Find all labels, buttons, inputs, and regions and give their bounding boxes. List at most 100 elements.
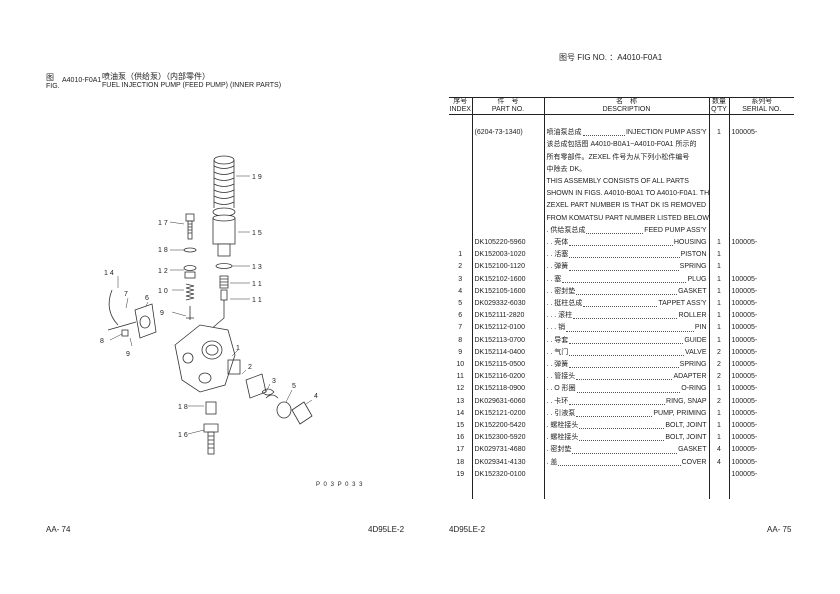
row-serial: 100005-	[728, 395, 794, 408]
row-part-no: DK152102-1600	[471, 273, 544, 286]
callout-12: 1 2	[158, 268, 168, 275]
fig-label-cn: 图	[46, 73, 54, 82]
row-qty: 1	[708, 273, 729, 286]
page-number-left: AA- 74	[46, 525, 71, 534]
part-callouts: 1 9 1 5 1 3 1 1 1 1 1 7 1 8 1 2 1 0 9 1 …	[100, 174, 318, 439]
row-serial: 100005-	[728, 298, 794, 311]
filler-row	[449, 481, 794, 500]
snap-ring-shape	[215, 263, 233, 269]
assembly-note-line: SHOWN IN FIGS. A4010-B0A1 TO A4010-F0A1.…	[546, 190, 710, 198]
row-part-no: DK152003-1020	[471, 249, 544, 262]
row-desc-en: TAPPET ASS'Y	[658, 300, 707, 308]
row-qty: 4	[708, 456, 729, 469]
row-part-no: DK152200-5420	[471, 420, 544, 433]
row-serial: 100005-	[728, 310, 794, 323]
row-index: 2	[458, 263, 463, 271]
row-description	[543, 468, 709, 482]
row-part-no: DK152118-0900	[471, 383, 544, 396]
row-desc-cn: . . 气门	[546, 348, 569, 356]
row-desc-cn: . 螺栓接头	[546, 422, 579, 430]
callout-2: 2	[248, 364, 252, 371]
row-index: 14	[456, 409, 465, 417]
row-part-no: DK152115-0500	[471, 359, 544, 372]
row-serial: 100005-	[728, 237, 794, 250]
callout-16: 1 6	[178, 432, 188, 439]
row-qty: 1	[708, 420, 729, 433]
row-index: 15	[456, 422, 465, 430]
row-qty: 1	[708, 285, 729, 299]
assembly-desc-en: INJECTION PUMP ASS'Y	[625, 129, 707, 137]
callout-3: 3	[272, 378, 276, 385]
row-index: 13	[456, 397, 465, 405]
callout-7: 7	[124, 291, 128, 298]
row-desc-en: RING, SNAP	[666, 397, 707, 405]
row-serial: 100005-	[728, 444, 794, 457]
feed-pump-desc-cn: . 供给泵总成	[546, 226, 586, 234]
row-serial: 100005-	[728, 346, 794, 360]
row-desc-en: SPRING	[679, 263, 707, 271]
row-desc-cn: . . 弹簧	[546, 263, 569, 271]
row-qty: 2	[708, 395, 729, 408]
row-index: 11	[456, 373, 464, 381]
row-index: 4	[458, 287, 463, 295]
row-qty: 1	[708, 298, 729, 311]
row-serial: 100005-	[728, 371, 794, 384]
row-part-no: DK152100-1120	[471, 261, 544, 274]
row-desc-en: GASKET	[678, 287, 707, 295]
row-desc-en: HOUSING	[673, 239, 707, 247]
plug-shape	[291, 401, 313, 425]
figure-title-cn: 喷油泵（供给泵）（内部零件）	[102, 72, 210, 81]
row-part-no: DK152300-5920	[471, 432, 544, 445]
fig-number-header: 图号 FIG NO. ：A4010-F0A1	[559, 53, 663, 62]
row-description: . . . 滚柱 ROLLER	[543, 310, 709, 323]
row-desc-en: PIN	[694, 324, 707, 332]
row-qty: 2	[708, 346, 729, 360]
row-serial: 100005-	[728, 322, 794, 335]
row-index: 9	[458, 348, 463, 356]
row-index: 17	[456, 446, 465, 454]
assembly-qty: 1	[708, 127, 729, 140]
row-desc-en: BOLT, JOINT	[665, 434, 707, 442]
model-right: 4D95LE-2	[449, 525, 486, 534]
row-part-no: DK029731-4680	[471, 444, 544, 457]
row-serial: 100005-	[728, 285, 794, 299]
row-serial	[728, 261, 794, 274]
row-desc-en: ROLLER	[678, 312, 707, 320]
row-index: 1	[458, 251, 463, 259]
row-desc-cn: . . . 滚柱	[546, 312, 573, 320]
assembly-note-line: 所有零部件。ZEXEL 件号为从下列小松件编号	[546, 153, 690, 161]
row-serial: 100005-	[728, 334, 794, 347]
row-desc-cn: . . 导套	[546, 336, 569, 344]
row-index: 18	[456, 458, 465, 466]
piston-shape	[227, 359, 241, 375]
row-index: 7	[458, 324, 463, 332]
callout-9a: 9	[160, 310, 164, 317]
feed-pump-desc-en: FEED PUMP ASS'Y	[644, 226, 707, 234]
figure-title-en: FUEL INJECTION PUMP (FEED PUMP) (INNER P…	[102, 82, 282, 89]
row-part-no: DK152113-0700	[471, 334, 544, 347]
row-qty: 1	[708, 237, 729, 250]
assembly-note-row: 该总成包括图 A4010-B0A1~A4010-F0A1 所示的所有零部件。ZE…	[449, 139, 794, 225]
row-serial: 100005-	[728, 359, 794, 372]
gasket-shape	[276, 401, 292, 419]
row-serial: 100005-	[728, 456, 794, 469]
row-part-no: DK029631-6060	[471, 395, 544, 408]
assembly-note: 该总成包括图 A4010-B0A1~A4010-F0A1 所示的所有零部件。ZE…	[543, 139, 710, 225]
